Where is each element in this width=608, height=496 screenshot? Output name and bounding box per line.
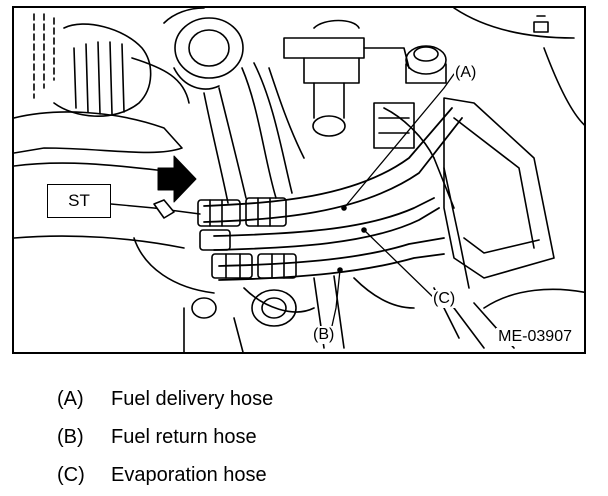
legend-item-c: (C) Evaporation hose bbox=[57, 464, 267, 487]
callout-c-leader bbox=[363, 229, 435, 299]
figure-code: ME-03907 bbox=[496, 328, 574, 346]
engine-bay-illustration: ST (A) (C) (B) ME-03907 bbox=[12, 6, 586, 354]
legend-key: (C) bbox=[57, 464, 85, 486]
callout-a-leader bbox=[343, 73, 455, 209]
legend-text: Fuel delivery hose bbox=[111, 388, 274, 410]
st-leader-line bbox=[110, 203, 201, 215]
legend-item-b: (B) Fuel return hose bbox=[57, 426, 257, 449]
st-tool bbox=[153, 199, 175, 219]
legend-key: (B) bbox=[57, 426, 84, 448]
lower-engine bbox=[14, 107, 470, 352]
direction-arrow bbox=[157, 155, 197, 203]
callout-a: (A) bbox=[454, 64, 478, 82]
callout-b-leader bbox=[331, 269, 341, 327]
callout-c: (C) bbox=[432, 290, 457, 308]
special-tool-label: ST bbox=[47, 184, 111, 218]
hose-fittings bbox=[197, 197, 297, 279]
callout-b: (B) bbox=[312, 326, 336, 344]
legend-text: Fuel return hose bbox=[111, 426, 257, 448]
air-cleaner-box bbox=[433, 47, 584, 349]
intake-duct bbox=[14, 13, 190, 174]
pressure-regulator bbox=[405, 8, 575, 84]
valve-assembly bbox=[163, 8, 293, 204]
legend-text: Evaporation hose bbox=[111, 464, 267, 486]
fuel-hoses bbox=[203, 107, 463, 281]
line-drawing bbox=[14, 8, 584, 352]
legend-item-a: (A) Fuel delivery hose bbox=[57, 388, 273, 411]
legend-key: (A) bbox=[57, 388, 84, 410]
fuel-rail-bracket bbox=[268, 19, 415, 159]
